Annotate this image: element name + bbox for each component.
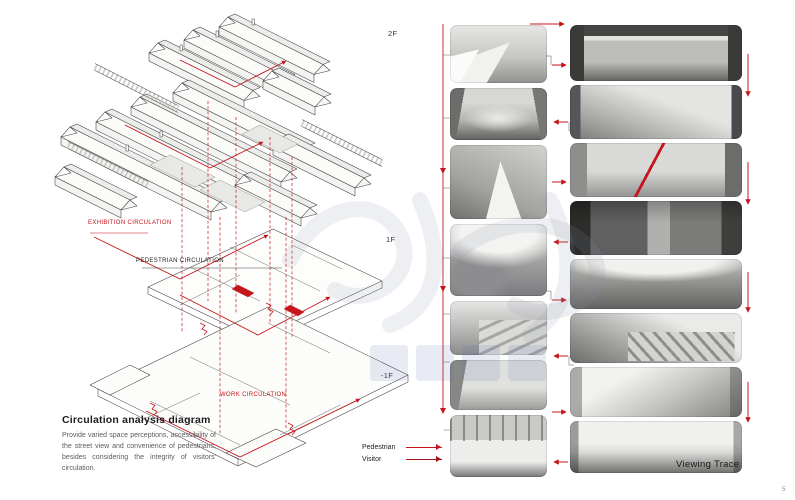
legend-visitor-label: Visitor xyxy=(362,456,382,463)
trace-left-thumbnail-4-arched xyxy=(450,224,547,296)
axonometric-diagram xyxy=(30,5,450,495)
floor-label-b1: -1F xyxy=(381,371,394,380)
pedestrian-arrow-icon xyxy=(406,444,442,451)
trace-right-thumbnail-3-redline-room xyxy=(570,143,742,197)
trace-right-thumbnail-5-curved xyxy=(570,259,742,309)
analysis-text-block: Circulation analysis diagram Provide var… xyxy=(62,414,216,474)
floor-label-2f: 2F xyxy=(388,29,398,38)
trace-left-thumbnail-1-ext-houses xyxy=(450,25,547,83)
legend-row-pedestrian: Pedestrian xyxy=(362,443,442,452)
analysis-description: Provide varied space perceptions, access… xyxy=(62,432,216,472)
trace-right-thumbnail-1-skylight-corridor xyxy=(570,25,742,81)
trace-left-column xyxy=(450,25,547,477)
trace-left-thumbnail-5-stairs-ext xyxy=(450,301,547,355)
legend-pedestrian-label: Pedestrian xyxy=(362,444,396,451)
pedestrian-circulation-label: PEDESTRIAN CIRCULATION xyxy=(136,258,224,264)
page-number: 5 xyxy=(782,486,786,493)
legend-row-visitor: Visitor xyxy=(362,455,442,464)
trace-right-thumbnail-8-bigroom xyxy=(570,421,742,473)
axon-svg xyxy=(54,13,409,468)
trace-right-thumbnail-7-stairhall xyxy=(570,367,742,417)
floor-label-1f: 1F xyxy=(386,235,396,244)
viewing-trace-title: Viewing Trace xyxy=(676,459,740,470)
work-circulation-label: WORK CIRCULATION xyxy=(220,392,287,398)
trace-left-thumbnail-3-courtyard xyxy=(450,145,547,219)
trace-legend: Pedestrian Visitor xyxy=(362,443,442,467)
trace-left-thumbnail-7-truss xyxy=(450,415,547,477)
trace-left-thumbnail-2-corridor xyxy=(450,88,547,140)
exhibition-circulation-label: EXHIBITION CIRCULATION xyxy=(88,220,172,226)
trace-right-thumbnail-6-staircase xyxy=(570,313,742,363)
visitor-arrow-icon xyxy=(406,456,442,463)
trace-left-thumbnail-6-room xyxy=(450,360,547,410)
analysis-title: Circulation analysis diagram xyxy=(62,414,211,426)
trace-right-thumbnail-2-hall xyxy=(570,85,742,139)
trace-right-thumbnail-4-dark-corridor xyxy=(570,201,742,255)
trace-right-column xyxy=(570,25,742,473)
